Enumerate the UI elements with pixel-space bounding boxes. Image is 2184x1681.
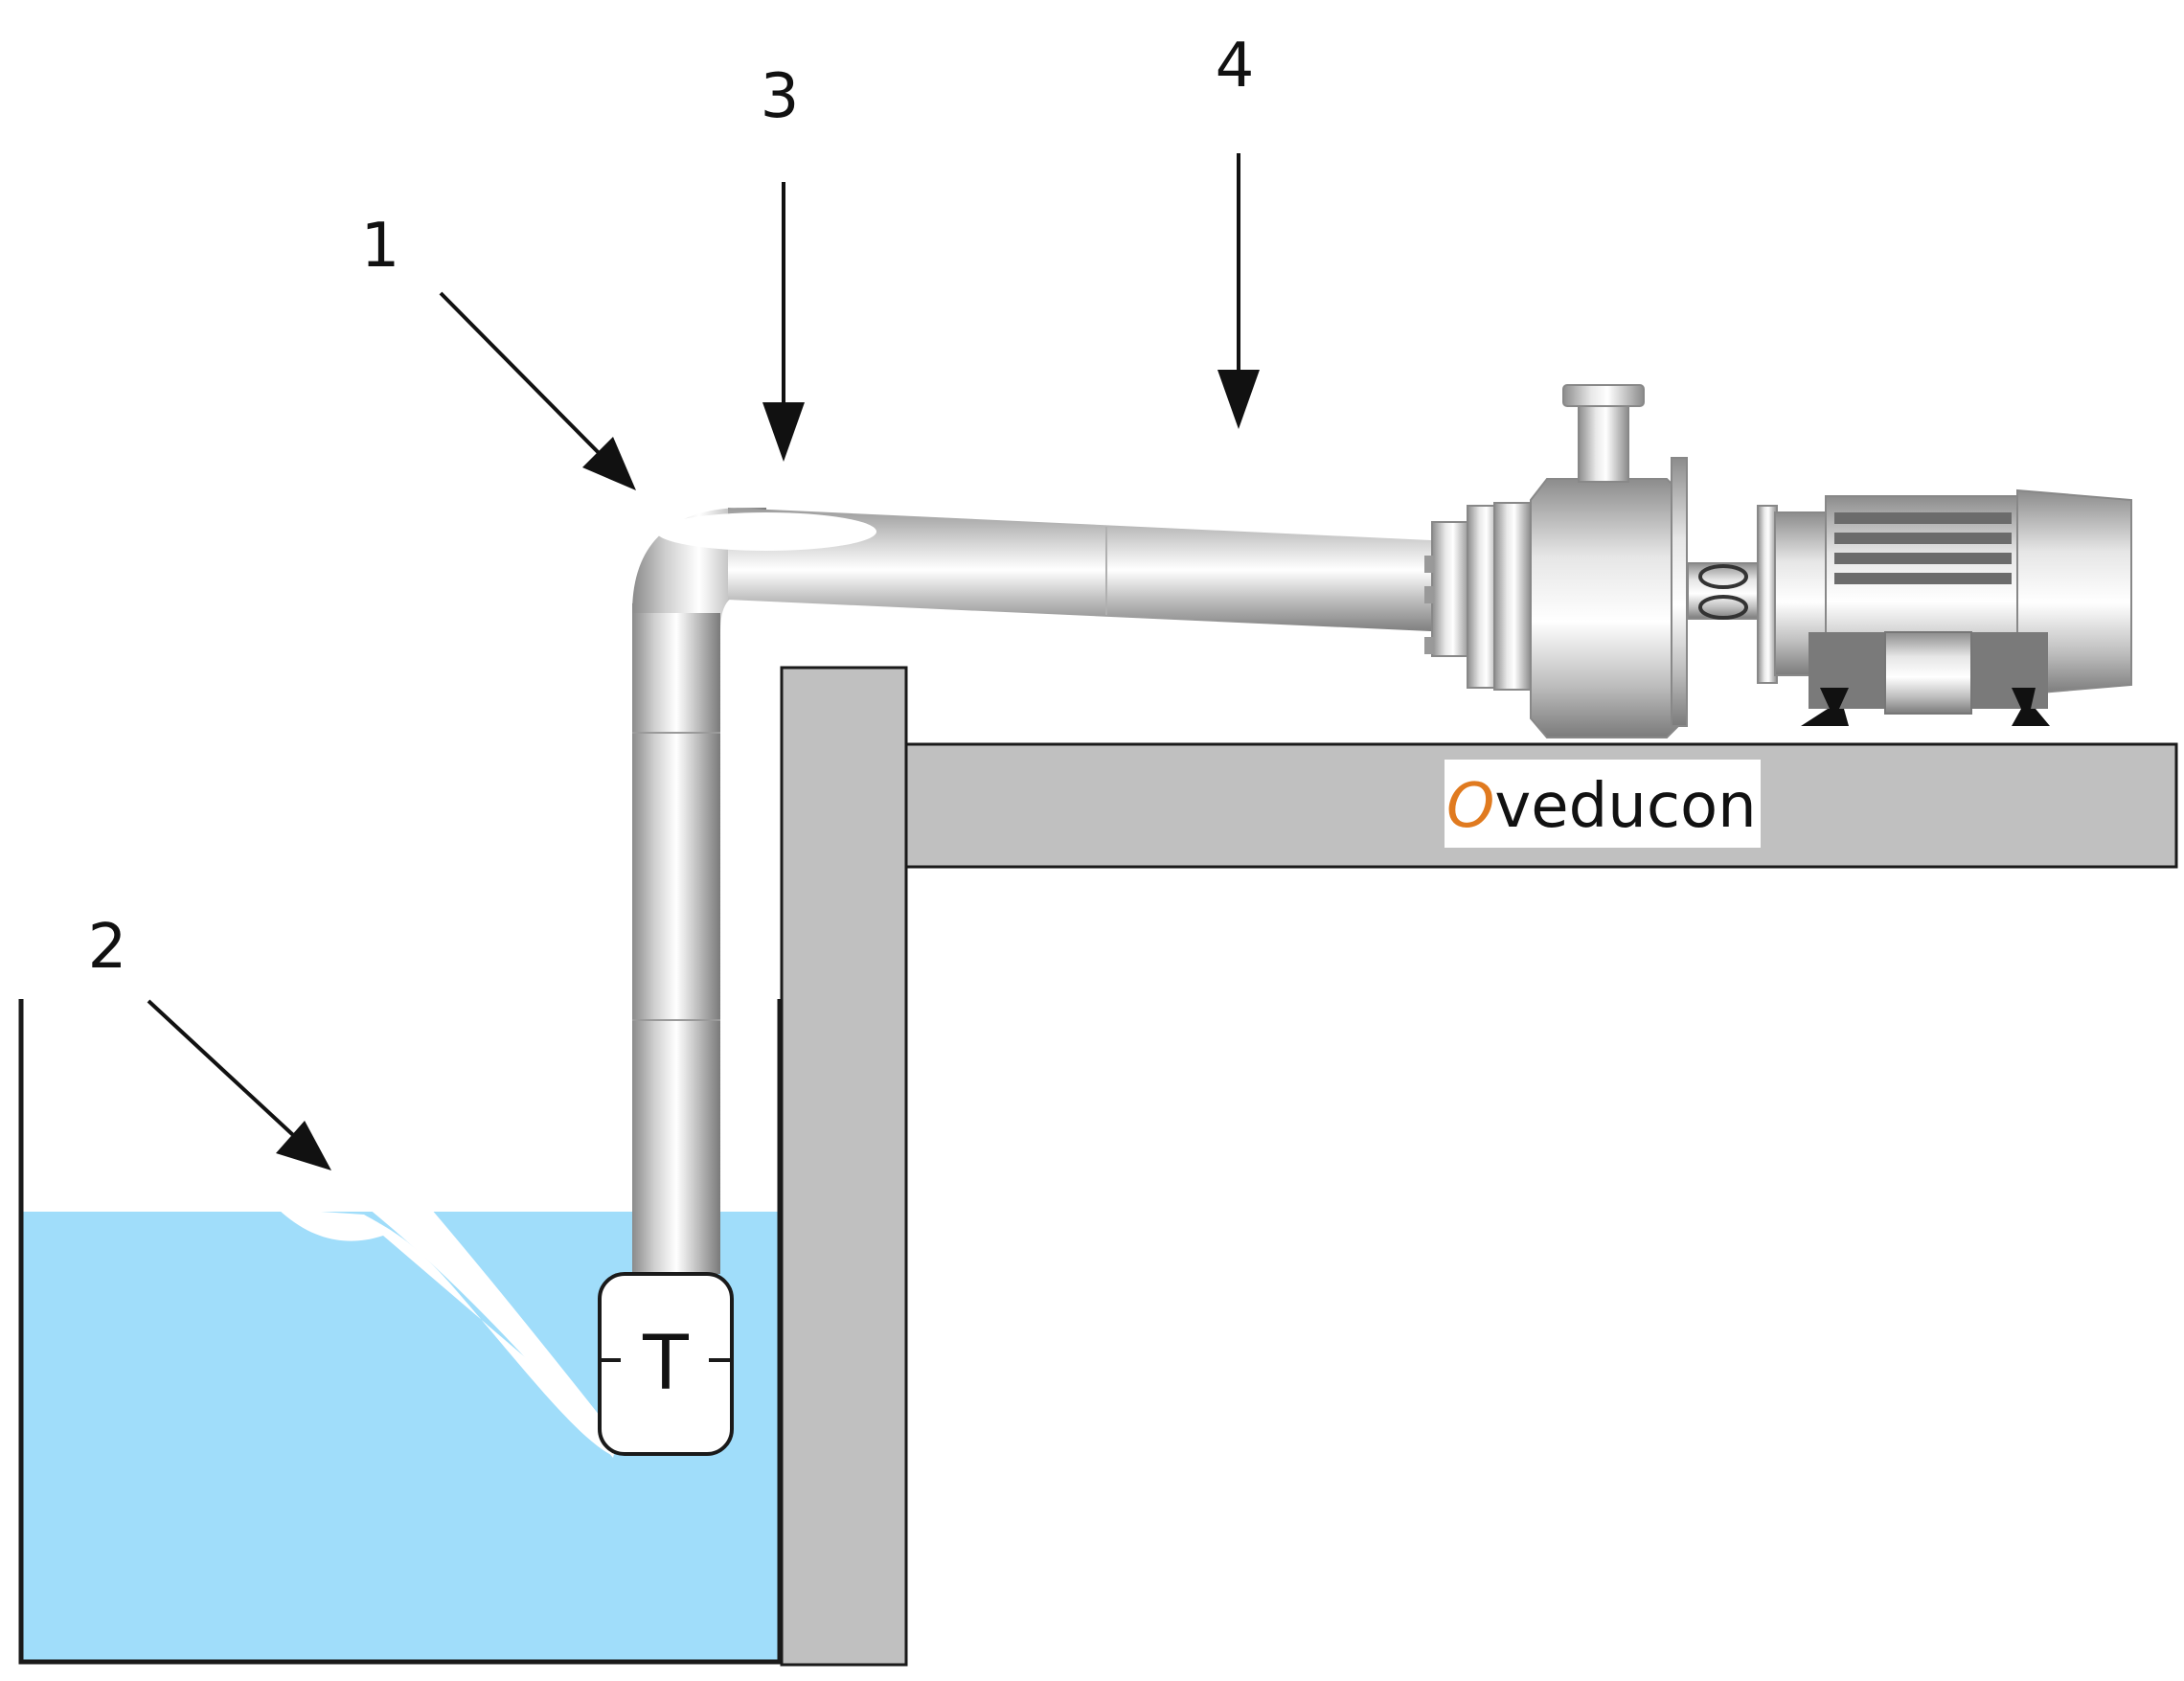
pump-casing — [1530, 478, 1687, 738]
pump-shaft — [1687, 562, 1761, 620]
vertical-suction-pipe — [632, 603, 720, 1274]
motor-terminal-box — [1884, 631, 1972, 715]
callout-label-3: 3 — [761, 61, 800, 132]
air-pocket — [656, 512, 876, 551]
callout-label-2: 2 — [88, 912, 127, 983]
logo-first-letter: O — [1446, 771, 1494, 842]
motor-cooling-fins — [1834, 512, 2012, 584]
air-vortex — [278, 1209, 618, 1456]
foot-valve — [598, 1272, 734, 1456]
pump-foot-left — [1801, 709, 1849, 726]
logo-rest: veducon — [1494, 771, 1756, 842]
logo-background — [1445, 760, 1761, 848]
horizontal-suction-pipe — [728, 508, 1451, 632]
callout-label-4: 4 — [1216, 31, 1255, 102]
logo: Oveducon — [1446, 771, 1757, 842]
tank-outline — [18, 999, 783, 1665]
callout-arrow-2 — [147, 999, 308, 1149]
foot-valve-label: T — [642, 1321, 689, 1407]
callout-arrow-1 — [439, 291, 615, 469]
air-vortex-tail — [369, 1209, 618, 1458]
pump-foot-right — [2012, 709, 2050, 726]
callout-label-1: 1 — [361, 211, 400, 282]
pump-inlet-flange — [1431, 521, 1471, 657]
pump-discharge-nozzle — [1578, 399, 1629, 483]
retaining-wall — [780, 666, 908, 1667]
